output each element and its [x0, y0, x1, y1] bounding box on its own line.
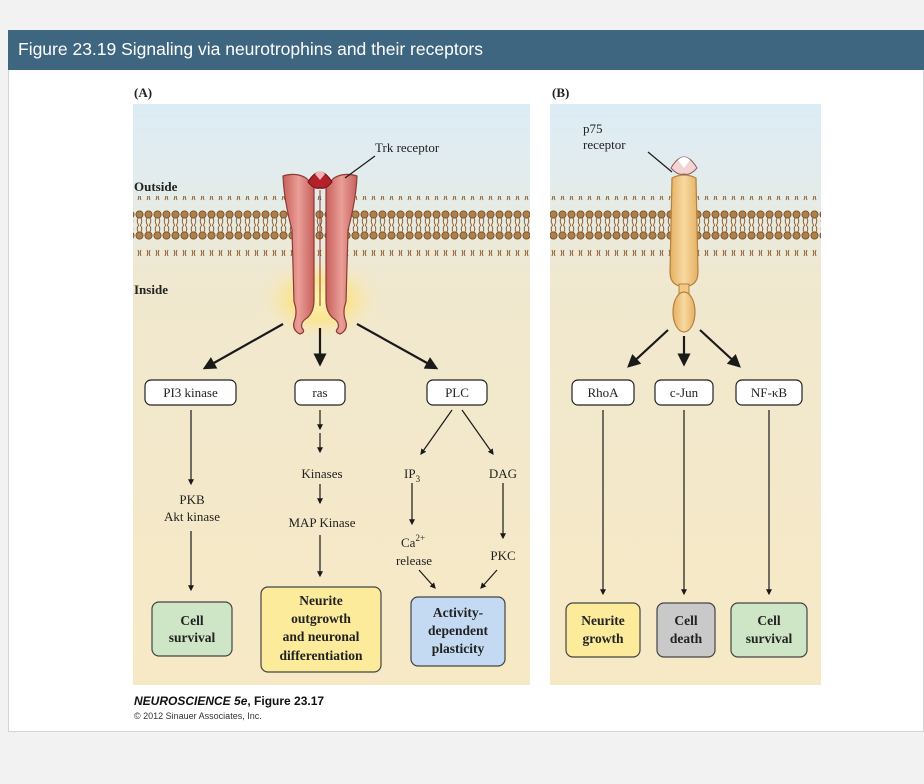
panel-a-label: (A): [134, 85, 152, 100]
figure-title-bar: Figure 23.19 Signaling via neurotrophins…: [8, 30, 924, 70]
copyright-line: © 2012 Sinauer Associates, Inc.: [134, 711, 262, 721]
p75-receptor: [669, 156, 699, 333]
svg-text:differentiation: differentiation: [280, 648, 363, 663]
node-nf-kb: NF-κB: [735, 379, 803, 406]
outcome-neurite-outgrowth: Neurite outgrowth and neuronal different…: [260, 586, 382, 673]
plc-path-arrows: [409, 409, 506, 589]
trk-leader-line: [344, 155, 376, 179]
plc-label: PLC: [445, 385, 469, 400]
svg-text:survival: survival: [746, 631, 793, 646]
panel-b-path-arrows: [600, 410, 772, 596]
ca-label: Ca2+: [401, 533, 425, 550]
svg-text:growth: growth: [582, 631, 623, 646]
inside-label: Inside: [134, 282, 168, 297]
release-label: release: [396, 553, 432, 568]
node-pi3-kinase: PI3 kinase: [144, 379, 237, 406]
outside-label: Outside: [134, 179, 178, 194]
trk-receptor: [282, 171, 358, 335]
svg-text:and neuronal: and neuronal: [283, 629, 360, 644]
pkc-label: PKC: [490, 548, 515, 563]
node-plc: PLC: [426, 379, 488, 406]
svg-text:Neurite: Neurite: [581, 613, 624, 628]
outcome-activity-dependent-plasticity: Activity- dependent plasticity: [410, 596, 506, 667]
kinases-label: Kinases: [301, 466, 342, 481]
receptor-arrows-b: [627, 329, 741, 368]
outcome-cell-death: Cell death: [656, 602, 716, 658]
trk-receptor-label: Trk receptor: [375, 140, 440, 155]
akt-kinase-label: Akt kinase: [164, 509, 220, 524]
svg-text:death: death: [670, 631, 703, 646]
c-jun-label: c-Jun: [670, 385, 699, 400]
node-rhoa: RhoA: [571, 379, 635, 406]
credit-line: NEUROSCIENCE 5e, Figure 23.17: [134, 694, 324, 708]
svg-text:plasticity: plasticity: [432, 641, 485, 656]
outcome-neurite-growth: Neurite growth: [565, 602, 641, 658]
svg-text:survival: survival: [169, 630, 216, 645]
svg-text:Activity-: Activity-: [433, 605, 483, 620]
rhoa-label: RhoA: [587, 385, 619, 400]
svg-text:Cell: Cell: [674, 613, 697, 628]
outcome-cell-survival-b: Cell survival: [730, 602, 808, 658]
pi3-kinase-label: PI3 kinase: [163, 385, 218, 400]
p75-label: p75: [583, 121, 603, 136]
ras-label: ras: [312, 385, 327, 400]
svg-text:dependent: dependent: [428, 623, 489, 638]
svg-text:Neurite: Neurite: [299, 593, 342, 608]
figure-title: Figure 23.19 Signaling via neurotrophins…: [18, 39, 484, 59]
p75-receptor-label: receptor: [583, 137, 626, 152]
ip3-label: IP3: [404, 466, 421, 484]
p75-leader-line: [647, 151, 673, 173]
panel-b-label: (B): [552, 85, 569, 100]
receptor-arrows-a: [202, 323, 439, 370]
svg-text:Cell: Cell: [757, 613, 780, 628]
pkb-label: PKB: [179, 492, 205, 507]
node-ras: ras: [294, 379, 346, 406]
dag-label: DAG: [489, 466, 517, 481]
outcome-cell-survival-a: Cell survival: [151, 601, 233, 657]
svg-text:outgrowth: outgrowth: [291, 611, 351, 626]
node-c-jun: c-Jun: [654, 379, 714, 406]
map-kinase-label: MAP Kinase: [288, 515, 355, 530]
nf-kb-label: NF-κB: [751, 385, 787, 400]
svg-text:Cell: Cell: [180, 613, 203, 628]
